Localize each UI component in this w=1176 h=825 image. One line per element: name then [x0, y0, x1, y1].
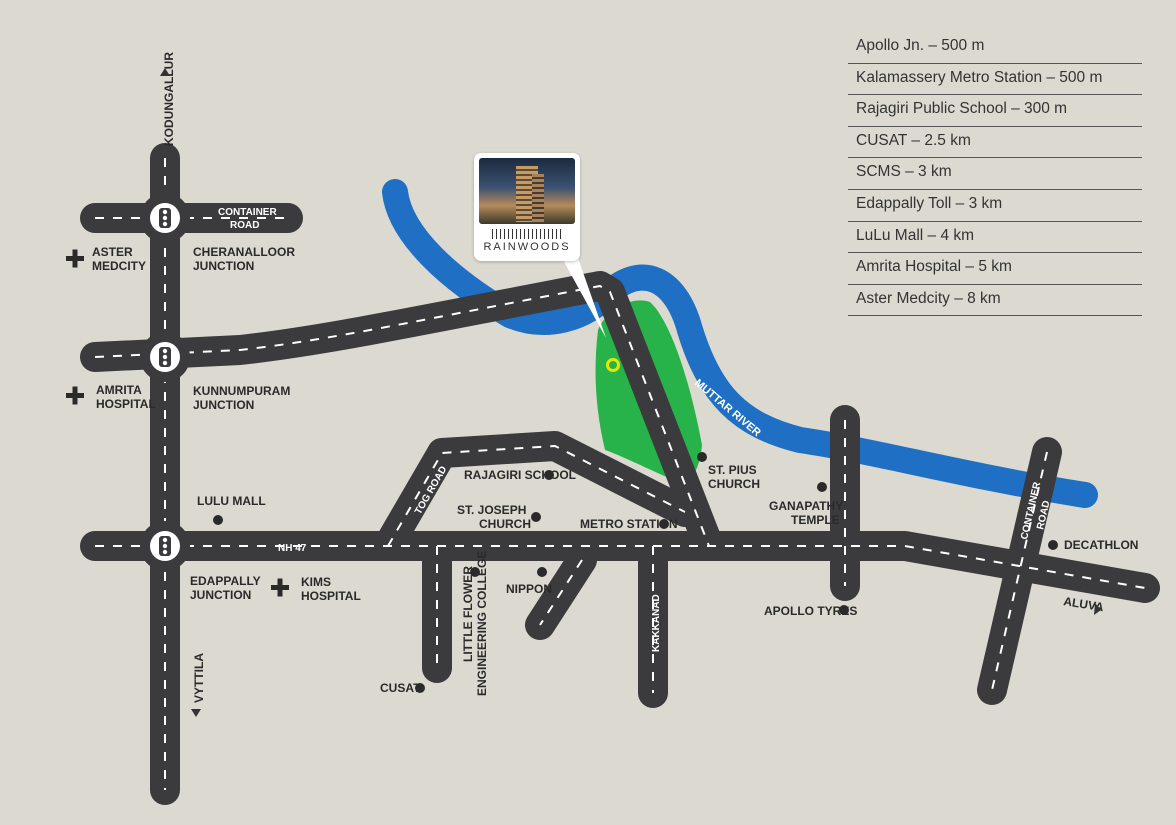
- little-flower-label-1: LITTLE FLOWER: [461, 566, 475, 662]
- distance-item: Aster Medcity – 8 km: [848, 285, 1142, 317]
- edappally-label-1: EDAPPALLY: [190, 574, 261, 588]
- logo-mark: [492, 229, 562, 239]
- cheranalloor-junction-signal: [140, 193, 190, 243]
- ganapathy-label-1: GANAPATHY: [769, 499, 843, 513]
- amrita-label-2: HOSPITAL: [96, 397, 156, 411]
- rajagiri-school-dot: [544, 470, 554, 480]
- edappally-label-2: JUNCTION: [190, 588, 251, 602]
- apollo-tyres-label: APOLLO TYRES: [764, 604, 857, 618]
- rajagiri-school-label: RAJAGIRI SCHOOL: [464, 468, 576, 482]
- kunnumpuram-junction-signal: [140, 332, 190, 382]
- nippon-dot: [537, 567, 547, 577]
- metro-station-label: METRO STATION: [580, 517, 678, 531]
- little-flower-label-2: ENGINEERING COLLEGE: [475, 551, 489, 696]
- decathlon-dot: [1048, 540, 1058, 550]
- cheranalloor-label-2: JUNCTION: [193, 259, 254, 273]
- st-joseph-label-2: CHURCH: [479, 517, 531, 531]
- kunnumpuram-label-2: JUNCTION: [193, 398, 254, 412]
- distance-item: Apollo Jn. – 500 m: [848, 32, 1142, 64]
- nh47-label: NH 47: [278, 543, 307, 554]
- ganapathy-temple-dot: [817, 482, 827, 492]
- aster-label-2: MEDCITY: [92, 259, 146, 273]
- container-road-top-label-1: CONTAINER: [218, 207, 277, 218]
- kunnumpuram-label-1: KUNNUMPURAM: [193, 384, 290, 398]
- project-photo: [479, 158, 575, 224]
- kims-label-1: KIMS: [301, 575, 331, 589]
- aluva-label: ALUVA: [1063, 594, 1105, 614]
- hospital-cross-icon: [66, 386, 84, 405]
- building-tower-side: [532, 174, 544, 222]
- vyttila-label: VYTTILA: [192, 653, 206, 703]
- distance-item: Rajagiri Public School – 300 m: [848, 95, 1142, 127]
- kodungallur-label: KODUNGALLUR: [162, 52, 176, 146]
- little-flower-dot: [470, 567, 480, 577]
- nippon-label: NIPPON: [506, 582, 552, 596]
- callout-pointer: [562, 258, 606, 338]
- hospital-cross-icon: [66, 249, 84, 268]
- lulu-mall-dot: [213, 515, 223, 525]
- kims-label-2: HOSPITAL: [301, 589, 361, 603]
- distance-item: Kalamassery Metro Station – 500 m: [848, 64, 1142, 96]
- aluva-arrow-icon: [1094, 603, 1101, 615]
- cusat-label: CUSAT: [380, 681, 421, 695]
- st-joseph-dot: [531, 512, 541, 522]
- st-pius-label-1: ST. PIUS: [708, 463, 757, 477]
- project-location-marker: [606, 358, 620, 372]
- project-callout: RAINWOODS: [474, 153, 580, 261]
- lulu-mall-label: LULU MALL: [197, 494, 266, 508]
- edappally-junction-signal: [140, 521, 190, 571]
- st-joseph-label-1: ST. JOSEPH: [457, 503, 526, 517]
- distance-item: CUSAT – 2.5 km: [848, 127, 1142, 159]
- distance-item: Edappally Toll – 3 km: [848, 190, 1142, 222]
- kodungallur-arrow-icon: [160, 68, 170, 76]
- apollo-tyres-dot: [839, 605, 849, 615]
- kakkanad-label: KAKKANAD: [651, 594, 662, 652]
- metro-station-dot: [659, 519, 669, 529]
- project-name: RAINWOODS: [483, 241, 571, 253]
- distance-item: Amrita Hospital – 5 km: [848, 253, 1142, 285]
- cheranalloor-label-1: CHERANALLOOR: [193, 245, 295, 259]
- distance-list: Apollo Jn. – 500 m Kalamassery Metro Sta…: [848, 32, 1142, 317]
- amrita-label-1: AMRITA: [96, 383, 142, 397]
- st-pius-label-2: CHURCH: [708, 477, 760, 491]
- distance-item: SCMS – 3 km: [848, 158, 1142, 190]
- distance-item: LuLu Mall – 4 km: [848, 222, 1142, 254]
- decathlon-label: DECATHLON: [1064, 538, 1138, 552]
- vyttila-arrow-icon: [191, 709, 201, 717]
- ganapathy-label-2: TEMPLE: [791, 513, 840, 527]
- aster-label-1: ASTER: [92, 245, 133, 259]
- st-pius-dot: [697, 452, 707, 462]
- hospital-cross-icon: [271, 578, 289, 597]
- road-dashes: [94, 158, 1146, 790]
- container-road-top-label-2: ROAD: [230, 220, 259, 231]
- cusat-dot: [415, 683, 425, 693]
